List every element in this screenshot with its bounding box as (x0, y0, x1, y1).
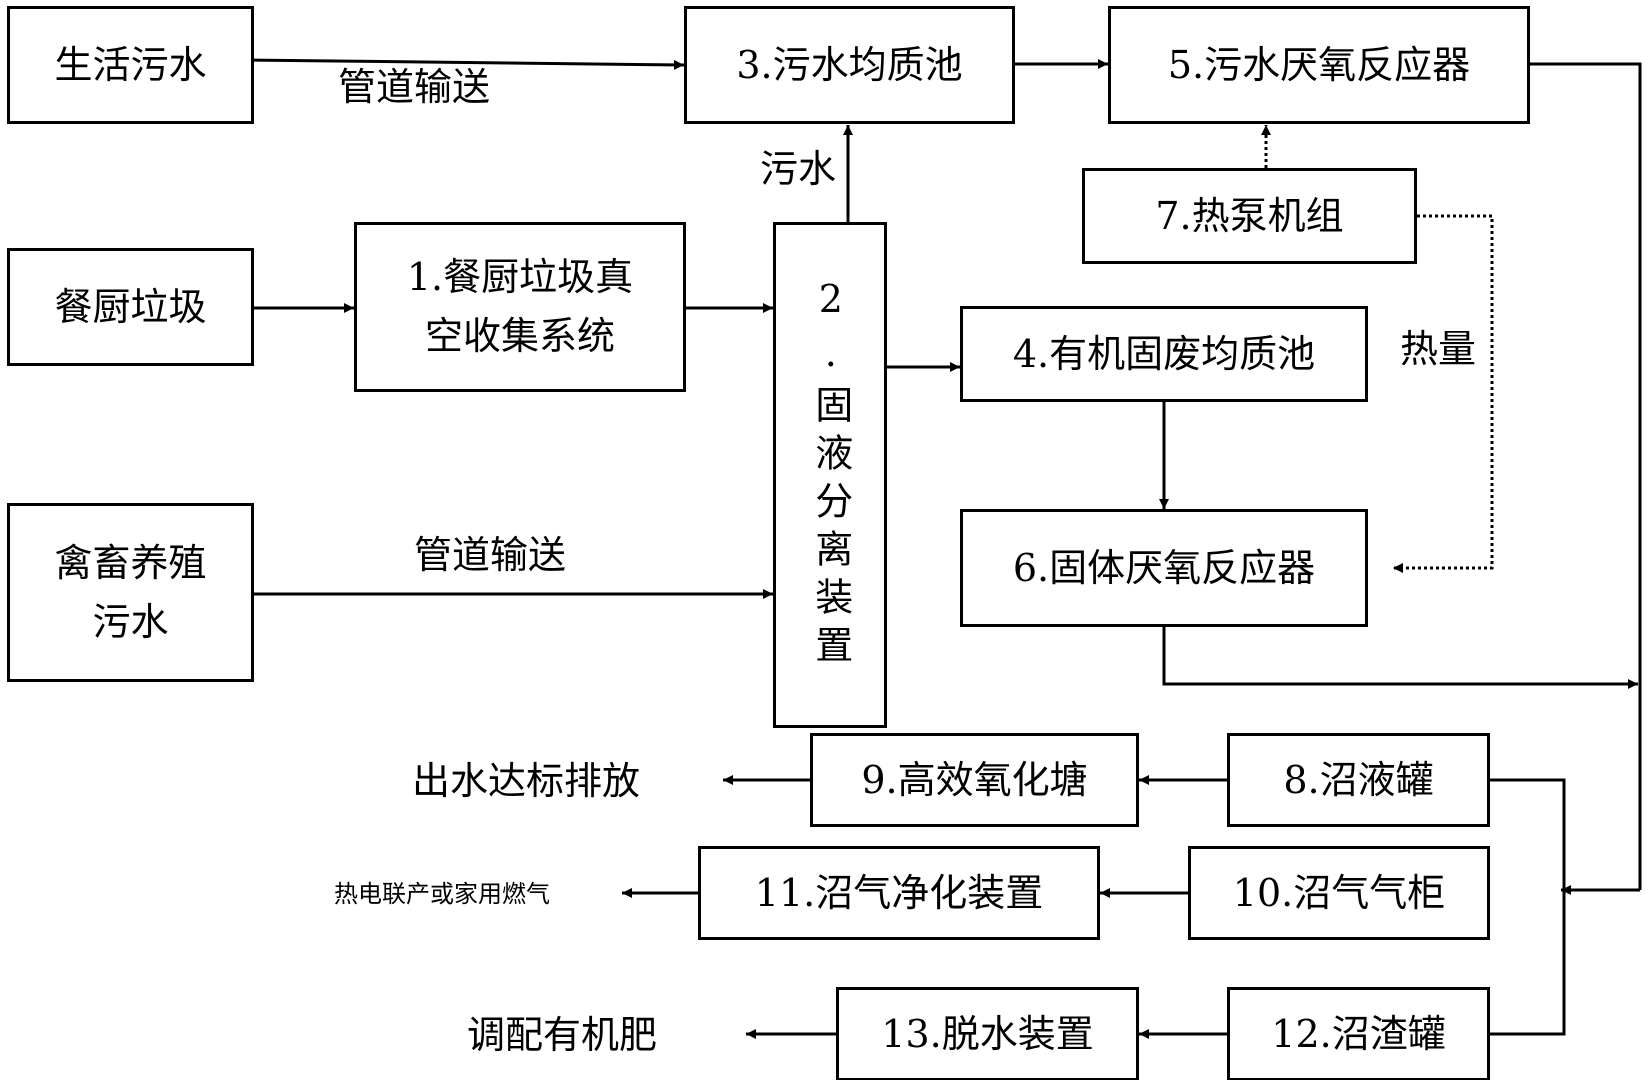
unit-2-label: 2.固液分离装置 (808, 277, 853, 673)
unit-10-label: 10.沼气气柜 (1232, 870, 1446, 915)
output-gas-use: 热电联产或家用燃气 (334, 880, 550, 908)
unit-2-solid-liquid-separator: 2.固液分离装置 (773, 222, 887, 728)
unit-13-label: 13.脱水装置 (881, 1011, 1094, 1056)
unit-5-sewage-anaerobic-reactor: 5.污水厌氧反应器 (1108, 6, 1530, 124)
label-pipe-top: 管道输送 (338, 65, 491, 109)
source-livestock-sewage: 禽畜养殖 污水 (7, 503, 254, 682)
label-heat: 热量 (1400, 327, 1477, 371)
unit-10-gas-holder: 10.沼气气柜 (1188, 846, 1490, 940)
unit-1-label: 1.餐厨垃圾真 空收集系统 (406, 255, 634, 358)
unit-7-heat-pump: 7.热泵机组 (1082, 168, 1417, 264)
unit-13-dewatering: 13.脱水装置 (836, 987, 1139, 1080)
unit-4-label: 4.有机固废均质池 (1012, 331, 1316, 376)
label-sewage: 污水 (760, 147, 837, 191)
line-u5-to-bus (1530, 62, 1642, 890)
output-effluent: 出水达标排放 (412, 759, 641, 803)
arrow-sewage-to-u3 (244, 58, 685, 70)
unit-5-label: 5.污水厌氧反应器 (1167, 42, 1471, 87)
unit-6-label: 6.固体厌氧反应器 (1012, 545, 1316, 590)
arrow-u6-to-bus (1162, 627, 1638, 689)
unit-8-label: 8.沼液罐 (1283, 757, 1434, 802)
unit-7-label: 7.热泵机组 (1155, 193, 1344, 238)
source-livestock-sewage-label: 禽畜养殖 污水 (54, 540, 207, 644)
line-u8-to-u12 (1490, 778, 1566, 1036)
unit-3-sewage-homogenizer: 3.污水均质池 (684, 6, 1015, 124)
label-pipe-bottom: 管道输送 (414, 533, 567, 577)
source-domestic-sewage: 生活污水 (7, 6, 254, 124)
unit-9-label: 9.高效氧化塘 (861, 757, 1088, 802)
unit-12-residue-tank: 12.沼渣罐 (1227, 987, 1490, 1080)
unit-3-label: 3.污水均质池 (736, 42, 963, 87)
unit-1-vacuum-collection: 1.餐厨垃圾真 空收集系统 (354, 222, 686, 392)
output-fertilizer: 调配有机肥 (467, 1013, 658, 1057)
unit-12-label: 12.沼渣罐 (1271, 1011, 1446, 1056)
source-kitchen-waste-label: 餐厨垃圾 (54, 284, 207, 329)
unit-9-oxidation-pond: 9.高效氧化塘 (810, 733, 1139, 827)
unit-8-digestate-tank: 8.沼液罐 (1227, 733, 1490, 827)
heat-arrow-u7-to-u6 (1393, 214, 1494, 573)
unit-11-biogas-purifier: 11.沼气净化装置 (698, 846, 1100, 940)
unit-4-organic-solid-homogenizer: 4.有机固废均质池 (960, 306, 1368, 402)
source-kitchen-waste: 餐厨垃圾 (7, 248, 254, 366)
unit-6-solid-anaerobic-reactor: 6.固体厌氧反应器 (960, 509, 1368, 627)
unit-11-label: 11.沼气净化装置 (754, 870, 1044, 915)
source-domestic-sewage-label: 生活污水 (54, 42, 207, 87)
